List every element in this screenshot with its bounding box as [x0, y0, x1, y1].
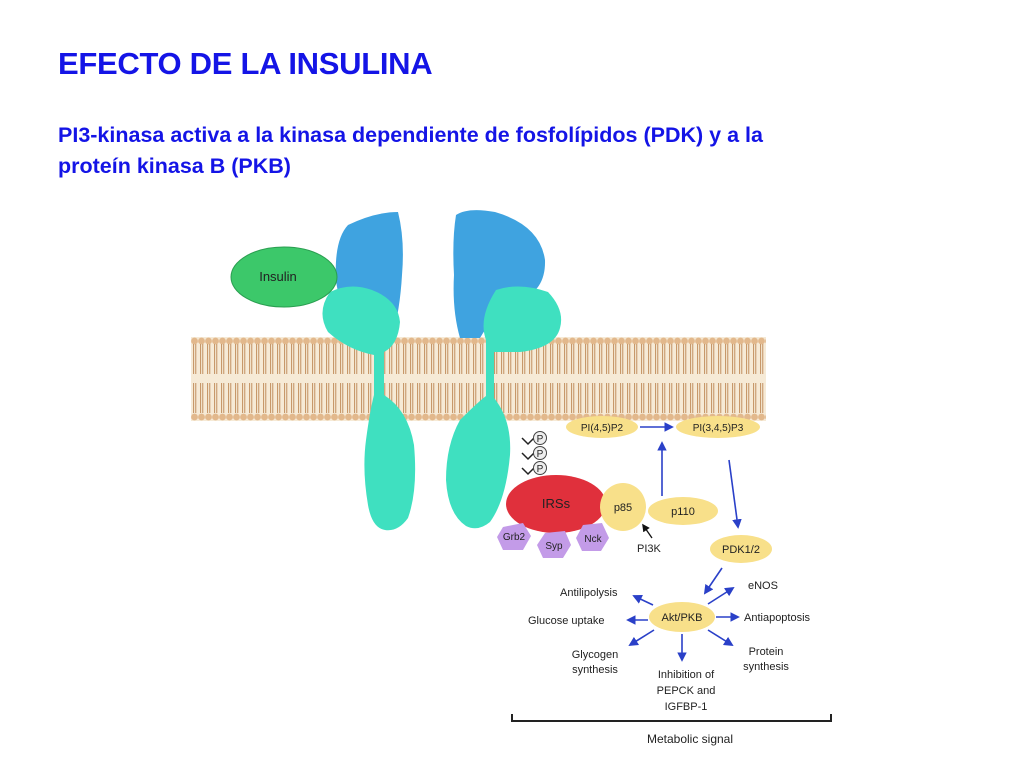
akt-to-protein-arrow: [707, 629, 734, 647]
akt-label: Akt/PKB: [662, 612, 703, 624]
pi3k-label: PI3K: [637, 543, 662, 555]
glycogen-label-line-2: synthesis: [572, 664, 618, 676]
irss-label: IRSs: [542, 496, 571, 511]
pi345p3-node: [676, 416, 760, 438]
inhibition-label-line-1: Inhibition of: [658, 669, 715, 681]
subtitle-line-2: proteín kinasa B (PKB): [58, 154, 291, 178]
subtitle-line-1: PI3-kinasa activa a la kinasa dependient…: [58, 123, 763, 147]
phosphate-label: P: [537, 464, 544, 475]
metabolic-signal-bracket: [511, 714, 832, 722]
grb2-node: [497, 523, 531, 550]
glucose-uptake-label: Glucose uptake: [528, 615, 604, 627]
phosphate-label: P: [537, 434, 544, 445]
slide-title: EFECTO DE LA INSULINA: [58, 46, 433, 81]
pdk-label: PDK1/2: [722, 544, 760, 556]
pi345p3-label: PI(3,4,5)P3: [693, 423, 744, 434]
akt-to-enos-arrow: [707, 586, 735, 605]
metabolic-signal-label: Metabolic signal: [647, 732, 733, 746]
p110-node: [648, 497, 718, 525]
insulin-label: Insulin: [259, 269, 297, 284]
syp-label: Syp: [545, 541, 563, 552]
irss-node: [506, 475, 606, 533]
nck-node: [576, 523, 609, 551]
pi45p2-node: [566, 416, 638, 438]
pdk-to-akt-arrow: [703, 567, 723, 595]
nck-label: Nck: [584, 534, 602, 545]
antilipolysis-label: Antilipolysis: [560, 587, 618, 599]
phosphate-group: P P P: [521, 431, 547, 476]
p85-label: p85: [614, 502, 632, 514]
phosphate-label: P: [537, 449, 544, 460]
akt-node: [649, 602, 715, 632]
p110-label: p110: [671, 506, 695, 518]
akt-to-antilipolysis-arrow: [632, 594, 654, 606]
pi45p2-label: PI(4,5)P2: [581, 423, 624, 434]
protein-label-line-1: Protein: [749, 646, 784, 658]
p85-node: [600, 483, 646, 531]
pip3-to-pdk-arrow: [728, 459, 742, 529]
pi3k-arrow: [642, 523, 653, 539]
glycogen-label-line-1: Glycogen: [572, 649, 618, 661]
syp-node: [537, 531, 571, 558]
akt-to-glycogen-arrow: [628, 629, 655, 647]
enos-label: eNOS: [748, 580, 778, 592]
inhibition-label-line-2: PEPCK and: [657, 685, 716, 697]
grb2-label: Grb2: [503, 532, 526, 543]
insulin-ligand: [230, 246, 338, 308]
slide-subtitle: PI3-kinasa activa a la kinasa dependient…: [58, 120, 958, 182]
protein-label-line-2: synthesis: [743, 661, 789, 673]
receptor-beta-right: [446, 286, 562, 529]
receptor-beta-left: [322, 286, 416, 531]
antiapoptosis-label: Antiapoptosis: [744, 612, 811, 624]
inhibition-label-line-3: IGFBP-1: [665, 701, 708, 713]
receptor-alpha-right: [453, 210, 546, 338]
pdk-node: [710, 535, 772, 563]
